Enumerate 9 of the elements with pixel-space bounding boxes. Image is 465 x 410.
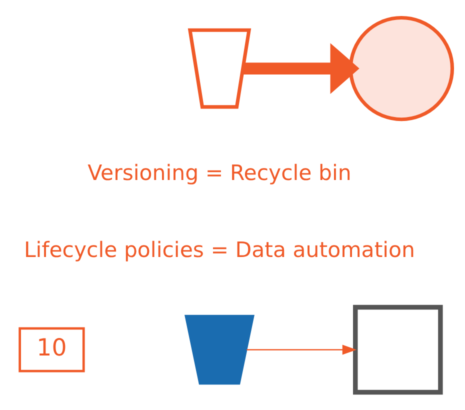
label: Lifecycle policies = Data automation [24, 238, 416, 263]
arrow [242, 43, 360, 94]
node-circle [348, 16, 454, 122]
label: Versioning = Recycle bin [88, 161, 352, 186]
node-box: 10 [18, 327, 85, 372]
arrow [246, 344, 357, 355]
node-bucket [184, 314, 254, 385]
node-bin [188, 28, 252, 109]
node-box [353, 304, 443, 395]
